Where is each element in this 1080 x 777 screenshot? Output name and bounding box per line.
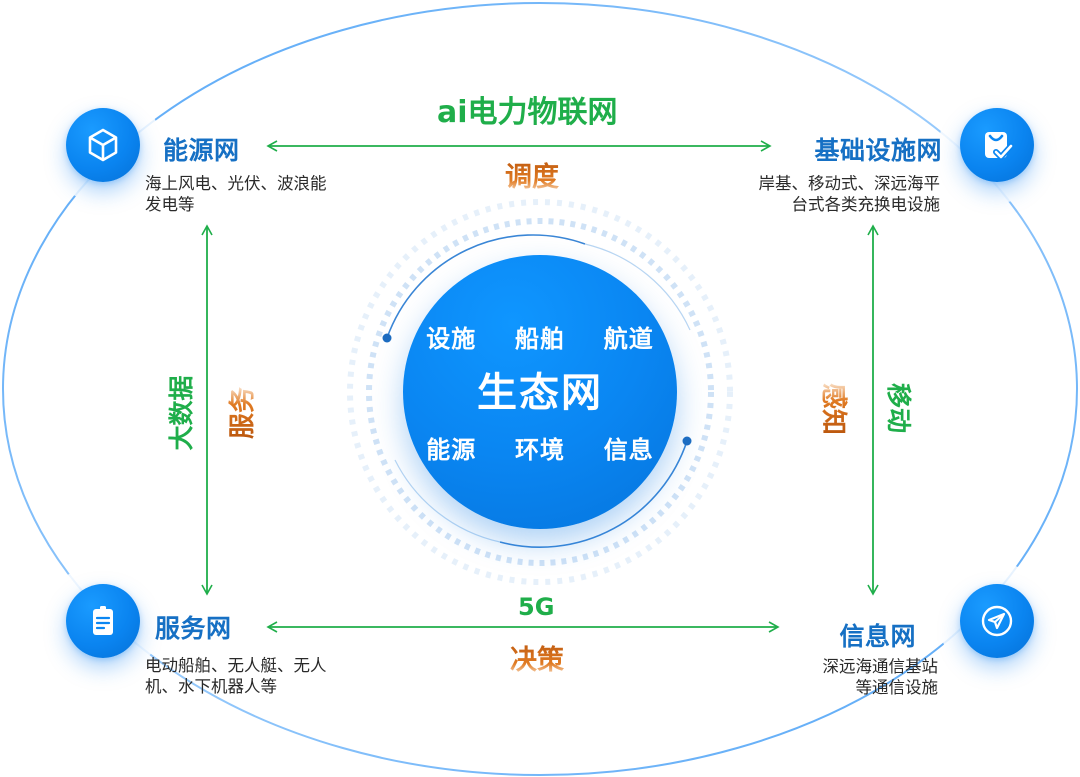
desc-line: 机、水下机器人等 <box>145 677 277 696</box>
paper-plane-icon <box>981 605 1013 637</box>
node-information-icon-badge <box>960 584 1034 658</box>
center-top-items: 设施 船舶 航道 <box>426 325 654 353</box>
label-service: 服务 <box>222 385 258 441</box>
node-information-desc: 深远海通信基站 等通信设施 <box>700 656 939 698</box>
orbit-arc-left <box>386 234 586 339</box>
desc-line: 深远海通信基站 <box>822 657 939 676</box>
label-5g: 5G <box>518 593 555 621</box>
cube-icon <box>88 128 118 162</box>
desc-line: 海上风电、光伏、波浪能 <box>145 174 327 193</box>
label-dispatch: 调度 <box>505 155 559 194</box>
label-perception: 感知 <box>818 381 854 437</box>
node-energy-title: 能源网 <box>163 136 240 165</box>
orbit-arc-right <box>499 440 688 549</box>
center-ecosystem-circle: 设施 船舶 航道 生态网 能源 环境 信息 <box>403 255 677 529</box>
desc-line: 岸基、移动式、深远海平 <box>758 174 941 193</box>
desc-line: 电动船舶、无人艇、无人 <box>145 656 327 675</box>
outer-dotted-ring <box>347 199 733 585</box>
center-bottom-items: 能源 环境 信息 <box>426 436 654 464</box>
orbit-arc-right-fade <box>394 459 501 543</box>
desc-line: 等通信设施 <box>855 678 939 697</box>
desc-line: 台式各类充换电设施 <box>791 195 941 214</box>
label-big-data: 大数据 <box>167 375 196 451</box>
label-mobile: 移动 <box>884 382 913 433</box>
orbit-arc-left-fade <box>584 243 691 331</box>
node-energy-desc: 海上风电、光伏、波浪能 发电等 <box>145 173 385 215</box>
node-infrastructure-title: 基础设施网 <box>814 136 942 165</box>
node-infrastructure-desc: 岸基、移动式、深远海平 台式各类充换电设施 <box>700 173 941 215</box>
label-iot: ai电力物联网 <box>437 95 618 130</box>
node-service-desc: 电动船舶、无人艇、无人 机、水下机器人等 <box>145 655 385 697</box>
bag-check-icon <box>985 132 1014 160</box>
center-title: 生态网 <box>477 370 603 416</box>
node-energy-icon-badge <box>66 108 140 182</box>
node-infrastructure-icon-badge <box>960 108 1034 182</box>
orbit-dot-left <box>382 333 392 343</box>
node-information-title: 信息网 <box>839 622 916 651</box>
dotted-ring <box>366 218 714 566</box>
clipboard-icon <box>93 606 113 635</box>
orbit-dot-right <box>682 436 692 446</box>
desc-line: 发电等 <box>145 195 195 214</box>
label-decision: 决策 <box>510 638 564 677</box>
node-service-icon-badge <box>66 584 140 658</box>
node-service-title: 服务网 <box>155 614 232 643</box>
